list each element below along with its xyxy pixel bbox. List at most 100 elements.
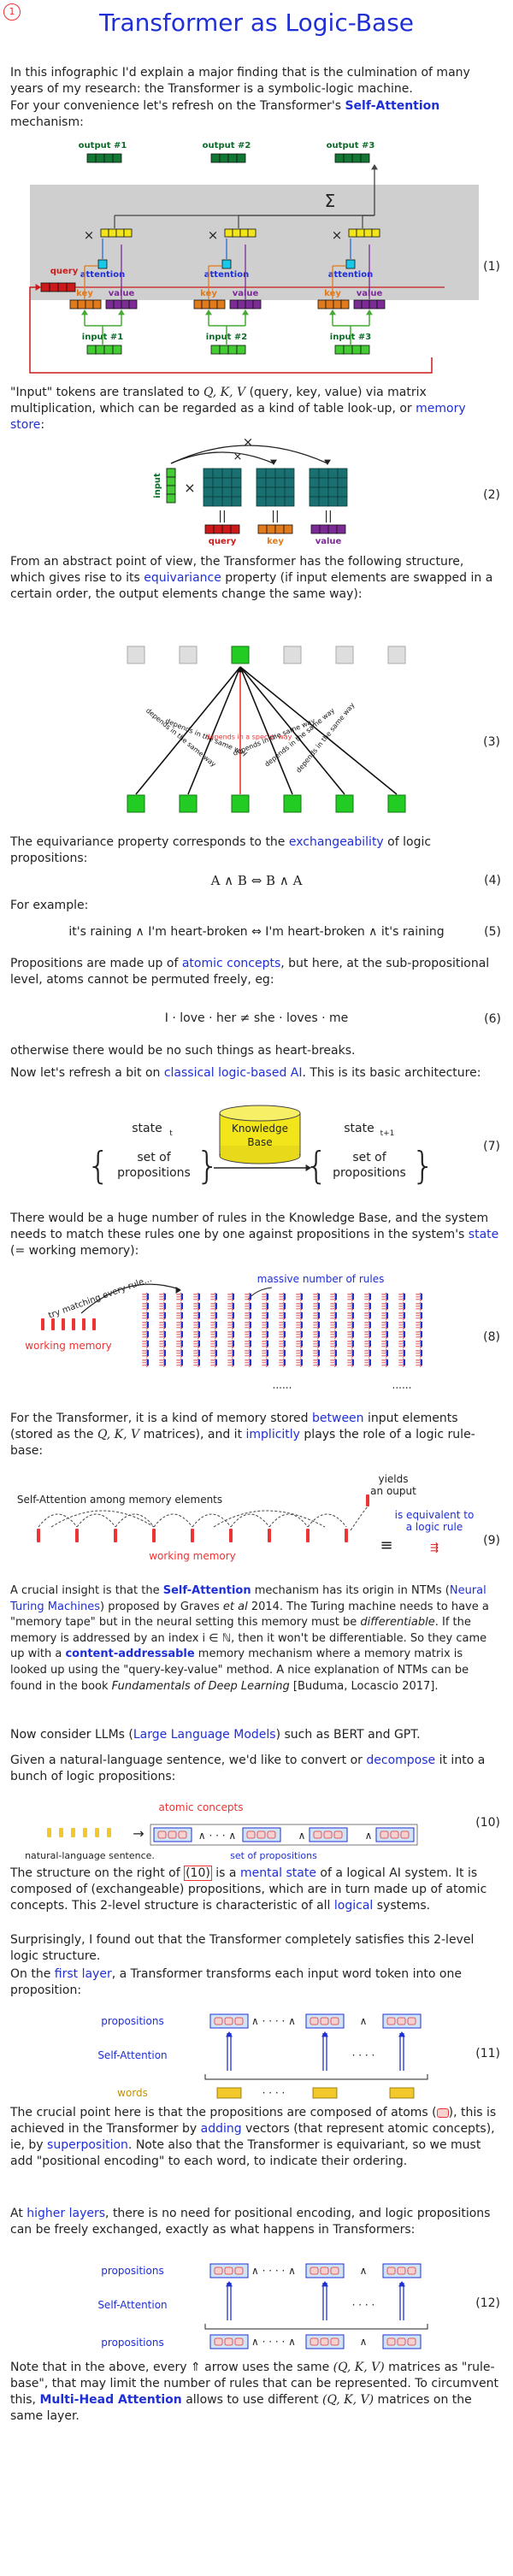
yields-label: yields: [378, 1473, 408, 1485]
rule-bar: [335, 1322, 337, 1328]
link-state[interactable]: state: [468, 1228, 499, 1241]
value-vector: [252, 299, 262, 309]
text: ) proposed by Graves: [99, 1600, 223, 1613]
link-superposition[interactable]: superposition: [47, 2138, 128, 2152]
atom-box: [397, 2337, 406, 2346]
input-vector: [227, 345, 238, 355]
rule-bar: [250, 1331, 251, 1337]
rule-icon: ⇶: [347, 1301, 354, 1312]
rule-icon: ⇶: [364, 1339, 371, 1349]
self-attention-label: Self-Attention: [97, 2049, 167, 2061]
text: "Input" tokens are translated to: [10, 386, 203, 399]
figure-decomposition: natural-language sentence.→∧ · · · ∧∧∧at…: [25, 1801, 500, 1861]
rule-bar: [267, 1294, 268, 1300]
massive-rules-label: massive number of rules: [257, 1273, 385, 1285]
reference-10[interactable]: (10): [184, 1866, 212, 1881]
link-implicitly[interactable]: implicitly: [245, 1428, 300, 1441]
rule-bar: [386, 1312, 388, 1318]
link-between[interactable]: between: [312, 1412, 364, 1425]
atom-box: [400, 1830, 410, 1839]
rule-bar: [386, 1350, 388, 1356]
matrix-cell: [265, 477, 276, 488]
link-llm[interactable]: Large Language Models: [133, 1728, 276, 1742]
rule-icon: ⇶: [176, 1358, 183, 1368]
arrow-head: [242, 309, 249, 315]
input-vector: [219, 345, 229, 355]
atom-box: [214, 2017, 223, 2025]
rule-icon: ⇶: [159, 1301, 166, 1312]
link-logical[interactable]: logical: [333, 1899, 374, 1913]
rule-bar: [404, 1359, 405, 1365]
rule-icon: ⇶: [227, 1292, 234, 1302]
output-vector: [112, 153, 122, 163]
multiply-sign: ×: [208, 227, 219, 243]
matrix-cell: [327, 468, 339, 479]
rule-bar: [147, 1294, 149, 1300]
rule-bar: [250, 1350, 251, 1356]
page-title: Transformer as Logic-Base: [98, 9, 415, 37]
rule-bar: [386, 1322, 388, 1328]
conjunction: ∧: [360, 2265, 368, 2277]
text: plays the role of a logic rule-base:: [10, 1428, 475, 1458]
key-vector: [333, 299, 342, 309]
link-self-attention-2[interactable]: Self-Attention: [162, 1584, 251, 1597]
multiply-sign: ×: [184, 480, 195, 496]
rule-icon: ⇶: [279, 1339, 286, 1349]
link-equivariance[interactable]: equivariance: [144, 571, 221, 585]
rule-icon: ⇶: [142, 1348, 149, 1359]
rule-bar: [233, 1341, 234, 1347]
rule-bar: [164, 1312, 166, 1318]
link-decompose[interactable]: decompose: [366, 1754, 436, 1767]
paragraph-higher-layers: At higher layers, there is no need for p…: [10, 2206, 499, 2238]
link-self-attention[interactable]: Self-Attention: [345, 99, 440, 113]
knowledge-base-label: Knowledge: [232, 1123, 288, 1135]
rule-bar: [318, 1322, 320, 1328]
link-exchangeability[interactable]: exchangeability: [288, 835, 384, 849]
value-vector: [310, 524, 321, 534]
link-atomic-concepts[interactable]: atomic concepts: [181, 957, 281, 970]
rule-icon: ⇶: [364, 1311, 371, 1321]
link-adding[interactable]: adding: [200, 2122, 242, 2136]
conjunction: ∧: [360, 2336, 368, 2348]
rule-bar: [284, 1331, 286, 1337]
product-vector: [115, 228, 125, 238]
arrow: →: [133, 1825, 144, 1842]
link-classical-ai[interactable]: classical logic-based AI: [163, 1066, 303, 1080]
link-higher-layers[interactable]: higher layers: [27, 2207, 106, 2220]
attention-arc: [230, 1513, 270, 1528]
atom-box: [310, 2267, 319, 2275]
equation-6: I · love · her ≠ she · loves · me: [164, 1011, 349, 1025]
rule-icon: ⇶: [398, 1329, 405, 1340]
atom-box: [390, 1830, 399, 1839]
link-content-addressable[interactable]: content-addressable: [65, 1648, 195, 1661]
rule-icon: ⇶: [227, 1320, 234, 1330]
text: Now let's refresh a bit on: [10, 1066, 164, 1080]
link-mental-state[interactable]: mental state: [239, 1866, 316, 1880]
equals-sign: ||: [271, 510, 279, 523]
rule-bar: [318, 1312, 320, 1318]
atom-box: [224, 2337, 233, 2346]
rule-bar: [352, 1322, 354, 1328]
link-first-layer[interactable]: first layer: [54, 1967, 112, 1981]
rule-bar: [335, 1331, 337, 1337]
rule-bar: [181, 1322, 183, 1328]
attention-score: [221, 259, 232, 269]
rule-icon: ⇶: [398, 1292, 405, 1302]
matrix-cell: [309, 477, 320, 488]
rule-bar: [404, 1294, 405, 1300]
link-ntm[interactable]: Neural Turing Machines: [10, 1584, 486, 1613]
link-multi-head-attention[interactable]: Multi-Head Attention: [39, 2393, 182, 2407]
value-vector: [327, 524, 338, 534]
rule-bar: [318, 1350, 320, 1356]
rule-icon: ⇶: [176, 1329, 183, 1340]
key-vector: [193, 299, 203, 309]
rule-icon: ⇶: [142, 1301, 149, 1312]
rule-icon: ⇶: [279, 1311, 286, 1321]
atom-box: [330, 2337, 339, 2346]
rule-bar: [215, 1322, 217, 1328]
output-vector: [360, 153, 370, 163]
link-memory-store[interactable]: memory store: [10, 402, 466, 432]
atomic-concepts-label: atomic concepts: [159, 1801, 244, 1813]
matrix-cell: [221, 477, 233, 488]
